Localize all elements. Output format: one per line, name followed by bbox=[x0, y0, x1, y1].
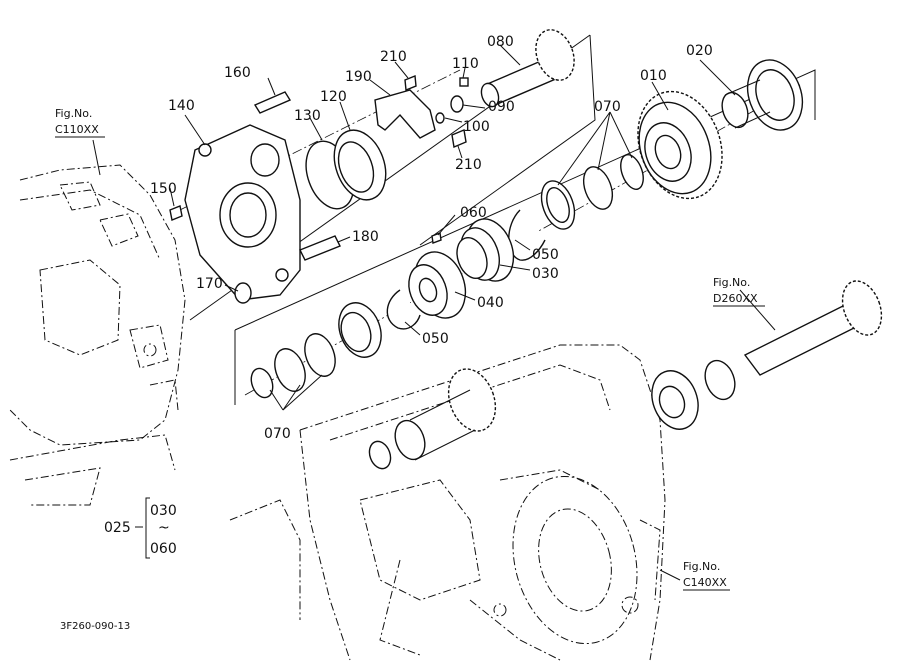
assembly-group-tilde: ~ bbox=[158, 520, 170, 536]
part-180-bolt bbox=[299, 235, 341, 261]
label-180: 180 bbox=[352, 229, 379, 245]
part-140-cover-plate bbox=[184, 124, 301, 301]
part-050-snap-ring-lower bbox=[386, 289, 421, 330]
part-040-hub bbox=[408, 251, 467, 319]
label-020: 020 bbox=[686, 43, 713, 59]
label-150: 150 bbox=[150, 181, 177, 197]
label-190: 190 bbox=[345, 69, 372, 85]
label-100: 100 bbox=[463, 119, 490, 135]
part-100-pin bbox=[435, 112, 445, 124]
label-080: 080 bbox=[487, 34, 514, 50]
part-070-rings-right bbox=[540, 154, 644, 230]
part-080-shaft bbox=[480, 29, 575, 108]
label-070-left: 070 bbox=[264, 426, 291, 442]
figure-ref-title: Fig.No. bbox=[55, 107, 92, 120]
label-030: 030 bbox=[532, 266, 559, 282]
label-110: 110 bbox=[452, 56, 479, 72]
left-housing-ghost bbox=[9, 164, 186, 506]
bearing-left bbox=[338, 302, 382, 358]
housing-inner-gear bbox=[368, 368, 497, 470]
part-190-shift-fork bbox=[374, 89, 436, 139]
figure-ref-c140[interactable]: Fig.No. C140XX bbox=[683, 560, 730, 591]
part-050-snap-ring-upper bbox=[508, 209, 546, 261]
part-010-gear bbox=[637, 90, 723, 200]
explode-frame-middle bbox=[234, 69, 816, 405]
figure-ref-code[interactable]: D260XX bbox=[713, 292, 758, 305]
label-130: 130 bbox=[294, 108, 321, 124]
assembly-group-025: 025 030 ~ 060 bbox=[104, 497, 177, 559]
assembly-group-label: 025 bbox=[104, 520, 131, 536]
label-010: 010 bbox=[640, 68, 667, 84]
label-090: 090 bbox=[488, 99, 515, 115]
label-060: 060 bbox=[460, 205, 487, 221]
assembly-group-from: 030 bbox=[150, 503, 177, 519]
part-170-bushing bbox=[234, 282, 252, 304]
label-210-lower: 210 bbox=[455, 157, 482, 173]
label-050-upper: 050 bbox=[532, 247, 559, 263]
label-070-right: 070 bbox=[594, 99, 621, 115]
part-060-pin bbox=[431, 232, 442, 244]
label-040: 040 bbox=[477, 295, 504, 311]
part-160-bolt bbox=[253, 91, 292, 114]
part-020-cover bbox=[721, 59, 804, 131]
label-160: 160 bbox=[224, 65, 251, 81]
figure-ref-title: Fig.No. bbox=[683, 560, 720, 573]
assembly-group-to: 060 bbox=[150, 541, 177, 557]
part-210-bolt-lower bbox=[451, 129, 467, 148]
figure-ref-d260[interactable]: Fig.No. D260XX bbox=[713, 276, 765, 307]
label-120: 120 bbox=[320, 89, 347, 105]
drawing-code: 3F260-090-13 bbox=[60, 621, 130, 632]
label-210-upper: 210 bbox=[380, 49, 407, 65]
right-housing-ghost bbox=[229, 344, 666, 661]
label-050-lower: 050 bbox=[422, 331, 449, 347]
figure-ref-code[interactable]: C140XX bbox=[683, 576, 727, 589]
part-150-dowel bbox=[169, 205, 183, 221]
leader-lines bbox=[92, 44, 776, 581]
part-070-rings-left bbox=[250, 333, 336, 399]
label-140: 140 bbox=[168, 98, 195, 114]
part-labels: 010 020 030 040 050 050 060 070 070 080 … bbox=[150, 34, 713, 442]
label-170: 170 bbox=[196, 276, 223, 292]
figure-ref-c110[interactable]: Fig.No. C110XX bbox=[55, 107, 105, 138]
part-090-ring bbox=[450, 95, 464, 113]
output-shaft-d260 bbox=[651, 280, 883, 430]
figure-ref-title: Fig.No. bbox=[713, 276, 750, 289]
part-210-bolt-upper bbox=[404, 75, 417, 91]
figure-ref-code[interactable]: C110XX bbox=[55, 123, 99, 136]
part-110-screw bbox=[459, 77, 469, 87]
part-120-bearing-housing bbox=[333, 129, 387, 201]
